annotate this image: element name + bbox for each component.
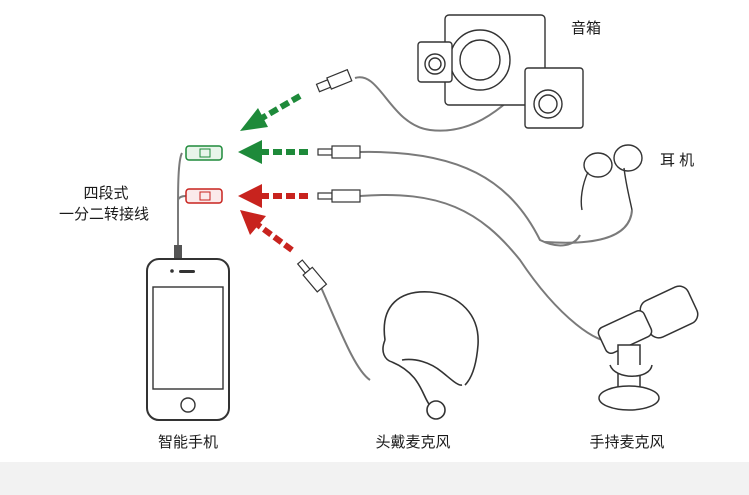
headset-mic-jack bbox=[296, 259, 328, 293]
speaker-jack bbox=[315, 68, 353, 93]
earphone-cable bbox=[359, 150, 581, 247]
stand-microphone-icon bbox=[597, 285, 699, 411]
earphone-label: 耳 机 bbox=[660, 152, 694, 169]
phone-label: 智能手机 bbox=[158, 433, 218, 451]
splitter-red-branch bbox=[177, 195, 187, 201]
smartphone-icon bbox=[146, 258, 230, 421]
phone-to-splitter-cable bbox=[177, 152, 183, 252]
headset-mic-label: 头戴麦克风 bbox=[375, 434, 450, 451]
headset-microphone-icon bbox=[382, 291, 479, 420]
speaker-cable bbox=[354, 76, 521, 132]
arrow-green-speaker bbox=[240, 93, 302, 131]
earphone-cable-right bbox=[544, 209, 633, 244]
earphone-jack bbox=[317, 145, 361, 159]
earbud-icon bbox=[580, 144, 643, 211]
speaker-system-icon bbox=[417, 14, 584, 129]
handheld-mic-jack bbox=[317, 189, 361, 203]
splitter-label-line2: 一分二转接线 bbox=[59, 206, 149, 223]
handheld-mic-label: 手持麦克风 bbox=[589, 434, 664, 451]
bottom-strip bbox=[0, 462, 749, 495]
splitter-red-plug bbox=[185, 188, 223, 204]
arrow-green-earphone bbox=[238, 140, 308, 164]
splitter-cable bbox=[174, 145, 223, 259]
splitter-green-plug bbox=[185, 145, 223, 161]
splitter-label-line1: 四段式 bbox=[83, 185, 128, 202]
jack-plugs bbox=[296, 68, 361, 293]
arrow-red-headset bbox=[240, 210, 294, 253]
arrows bbox=[238, 93, 308, 253]
arrow-red-handheld bbox=[238, 184, 308, 208]
headset-mic-cable bbox=[319, 284, 371, 381]
cables bbox=[177, 76, 633, 381]
handheld-mic-cable bbox=[359, 194, 611, 342]
speaker-label: 音箱 bbox=[571, 20, 601, 37]
